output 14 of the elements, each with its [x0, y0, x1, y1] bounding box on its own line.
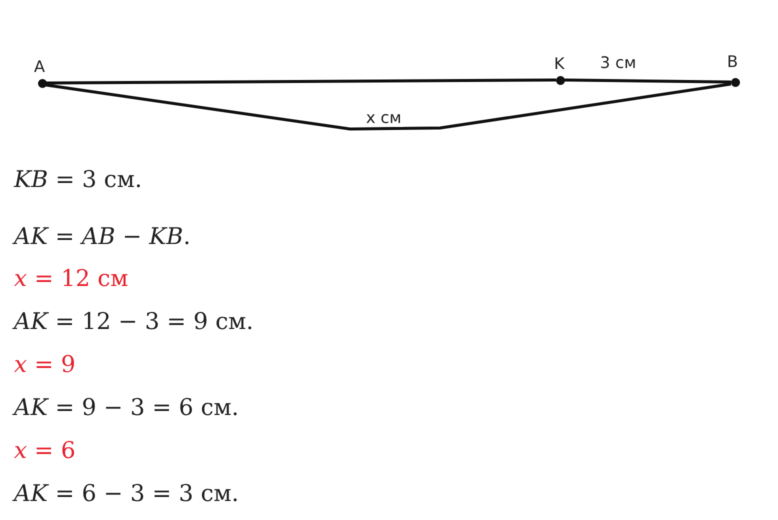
equation: x = 12 см	[14, 265, 128, 293]
equation: AK = 6 − 3 = 3 см.	[14, 480, 239, 508]
point-label: B	[727, 52, 738, 71]
point-label: A	[34, 57, 45, 76]
equation: x = 6	[14, 437, 76, 465]
equation: AK = AB − KB.	[14, 223, 191, 251]
equation: KB = 3 см.	[14, 166, 142, 194]
equation: AK = 9 − 3 = 6 см.	[14, 394, 239, 422]
curved-line	[46, 82, 732, 130]
equation: AK = 12 − 3 = 9 см.	[14, 308, 254, 336]
equation: x = 9	[14, 351, 76, 379]
line-segment	[46, 78, 556, 84]
point-label: K	[554, 54, 564, 73]
line-segment	[564, 78, 732, 84]
